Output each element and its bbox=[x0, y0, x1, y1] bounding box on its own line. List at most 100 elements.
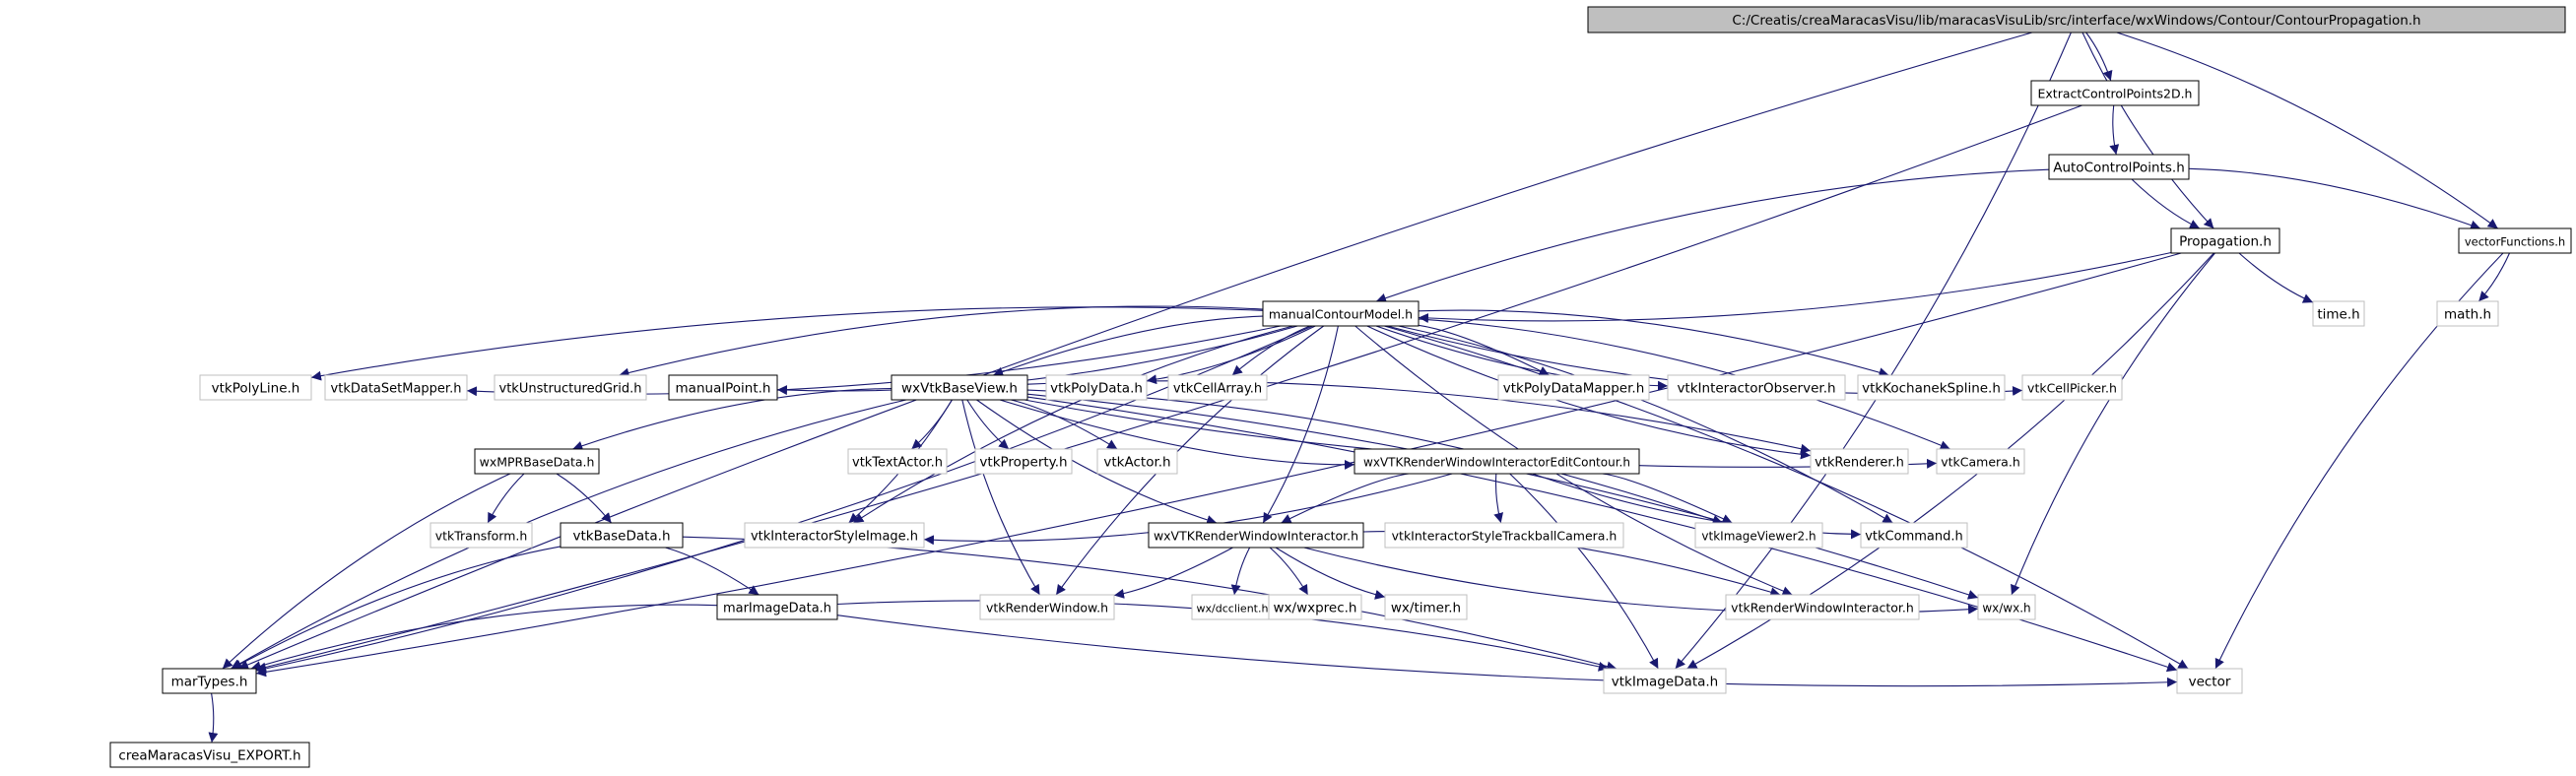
edge-mcm-to-wxvbv bbox=[993, 315, 1264, 377]
node-label-mid: marImageData.h bbox=[723, 602, 831, 616]
node-label-vid: vtkImageData.h bbox=[1612, 675, 1718, 690]
edge-mt-to-cmve bbox=[208, 692, 219, 744]
edge-prop-to-vid bbox=[1686, 252, 2214, 670]
edge-wxvbv-to-vrw bbox=[961, 399, 1040, 596]
node-box-vug bbox=[494, 374, 647, 401]
node-box-vbd bbox=[560, 522, 684, 549]
node-box-wxdc bbox=[1191, 594, 1274, 620]
node-wxvtkec[interactable]: wxVTKRenderWindowInteractorEditContour.h bbox=[1354, 448, 1640, 475]
node-vcp: vtkCellPicker.h bbox=[2021, 374, 2123, 401]
node-box-wxvrwi bbox=[1148, 522, 1364, 549]
node-label-viv2: vtkImageViewer2.h bbox=[1701, 530, 1816, 544]
node-label-wxtimer: wx/timer.h bbox=[1391, 601, 1461, 616]
node-wxdc: wx/dcclient.h bbox=[1191, 594, 1274, 620]
node-mt[interactable]: marTypes.h bbox=[162, 668, 257, 694]
node-label-mt: marTypes.h bbox=[171, 675, 248, 690]
node-box-mcm bbox=[1262, 300, 1420, 327]
node-box-time bbox=[2312, 300, 2365, 327]
node-vf[interactable]: vectorFunctions.h bbox=[2458, 227, 2572, 254]
edge-wxmpr-to-mt bbox=[222, 473, 511, 670]
node-viv2: vtkImageViewer2.h bbox=[1694, 522, 1823, 549]
edge-root-to-ecp bbox=[2085, 32, 2113, 82]
node-mcm[interactable]: manualContourModel.h bbox=[1262, 300, 1420, 327]
node-acp[interactable]: AutoControlPoints.h bbox=[2048, 154, 2190, 180]
node-label-vpl: vtkPolyLine.h bbox=[212, 381, 300, 397]
node-label-vcmd: vtkCommand.h bbox=[1865, 530, 1963, 545]
node-box-prop bbox=[2170, 227, 2280, 254]
node-label-vprop: vtkProperty.h bbox=[979, 455, 1067, 471]
node-wxvbv[interactable]: wxVtkBaseView.h bbox=[891, 374, 1028, 401]
node-label-ecp: ExtractControlPoints2D.h bbox=[2038, 87, 2193, 101]
node-box-wxtimer bbox=[1384, 594, 1468, 620]
node-wxwx: wx/wx.h bbox=[1977, 594, 2036, 620]
node-label-math: math.h bbox=[2444, 307, 2491, 323]
node-label-mcm: manualContourModel.h bbox=[1269, 307, 1413, 322]
node-prop[interactable]: Propagation.h bbox=[2170, 227, 2280, 254]
node-vistc: vtkInteractorStyleTrackballCamera.h bbox=[1384, 522, 1624, 549]
edge-wxvrwi-to-vrw bbox=[1113, 547, 1233, 599]
edge-wxvrwi-to-wxdc bbox=[1230, 547, 1251, 596]
node-vcam: vtkCamera.h bbox=[1936, 448, 2025, 475]
node-root[interactable]: C:/Creatis/creaMaracasVisu/lib/maracasVi… bbox=[1587, 6, 2566, 33]
node-box-mp bbox=[668, 374, 778, 401]
edge-mid-to-mt bbox=[250, 604, 718, 671]
node-vbd[interactable]: vtkBaseData.h bbox=[560, 522, 684, 549]
node-label-vio: vtkInteractorObserver.h bbox=[1677, 381, 1835, 397]
edge-mcm-to-vug bbox=[619, 305, 1264, 378]
edge-acp-to-vf bbox=[2188, 167, 2481, 230]
edge-root-to-vid bbox=[1675, 32, 2072, 670]
node-wxmpr[interactable]: wxMPRBaseData.h bbox=[474, 448, 600, 475]
edge-mcm-to-vpd bbox=[1146, 325, 1316, 385]
node-wxvrwi[interactable]: wxVTKRenderWindowInteractor.h bbox=[1148, 522, 1364, 549]
node-wxprec: wx/wxprec.h bbox=[1268, 594, 1362, 620]
edge-vbd-to-mid bbox=[665, 547, 760, 596]
node-mid[interactable]: marImageData.h bbox=[716, 594, 838, 620]
edge-mcm-to-vpdm bbox=[1418, 324, 1550, 376]
node-box-vistc bbox=[1384, 522, 1624, 549]
node-box-vpl bbox=[199, 374, 312, 401]
node-box-vio bbox=[1667, 374, 1846, 401]
node-box-acp bbox=[2048, 154, 2190, 180]
node-label-vec: vector bbox=[2189, 675, 2231, 690]
node-label-mp: manualPoint.h bbox=[676, 381, 771, 397]
node-label-wxvtkec: wxVTKRenderWindowInteractorEditContour.h bbox=[1363, 456, 1630, 470]
node-mp[interactable]: manualPoint.h bbox=[668, 374, 778, 401]
node-box-root bbox=[1587, 6, 2566, 33]
edge-wxvbv-to-mt bbox=[231, 399, 907, 670]
node-vec: vector bbox=[2176, 668, 2243, 694]
node-box-vid bbox=[1603, 668, 1727, 694]
node-label-wxvbv: wxVtkBaseView.h bbox=[901, 381, 1018, 397]
edge-wxvtkec-to-wxvrwi bbox=[1281, 473, 1410, 524]
edge-wxvtkec-to-vid bbox=[1509, 473, 1659, 670]
node-box-cmve bbox=[109, 742, 310, 768]
edge-mcm-to-vks bbox=[1418, 309, 1889, 378]
node-vug: vtkUnstructuredGrid.h bbox=[494, 374, 647, 401]
node-vprop: vtkProperty.h bbox=[974, 448, 1073, 475]
node-box-vcp bbox=[2021, 374, 2123, 401]
node-label-vistc: vtkInteractorStyleTrackballCamera.h bbox=[1392, 529, 1618, 544]
node-label-wxprec: wx/wxprec.h bbox=[1273, 601, 1356, 616]
edge-vbd-to-mt bbox=[231, 546, 561, 670]
node-vpd: vtkPolyData.h bbox=[1045, 374, 1148, 401]
edge-acp-to-mcm bbox=[1375, 168, 2050, 303]
edge-wxvbv-to-wxvrwi bbox=[976, 399, 1218, 525]
node-vact: vtkActor.h bbox=[1096, 448, 1178, 475]
edge-mcm-to-vcam bbox=[1418, 318, 1950, 450]
edge-wxvrwi-to-wxprec bbox=[1269, 547, 1309, 596]
node-vid: vtkImageData.h bbox=[1603, 668, 1727, 694]
node-box-mt bbox=[162, 668, 257, 694]
edge-mcm-to-vcmd bbox=[1398, 325, 1893, 524]
node-vtr: vtkTransform.h bbox=[429, 522, 533, 549]
node-box-vprop bbox=[974, 448, 1073, 475]
node-box-vtr bbox=[429, 522, 533, 549]
node-cmve[interactable]: creaMaracasVisu_EXPORT.h bbox=[109, 742, 310, 768]
node-label-vbd: vtkBaseData.h bbox=[572, 529, 670, 545]
edge-ecp-to-acp bbox=[2109, 104, 2120, 156]
edge-mcm-to-visi bbox=[853, 325, 1293, 524]
node-label-root: C:/Creatis/creaMaracasVisu/lib/maracasVi… bbox=[1732, 13, 2420, 29]
node-vca: vtkCellArray.h bbox=[1167, 374, 1268, 401]
node-ecp[interactable]: ExtractControlPoints2D.h bbox=[2030, 80, 2200, 106]
edge-mcm-to-vrw bbox=[1055, 325, 1325, 596]
node-box-wxprec bbox=[1268, 594, 1362, 620]
node-box-ecp bbox=[2030, 80, 2200, 106]
